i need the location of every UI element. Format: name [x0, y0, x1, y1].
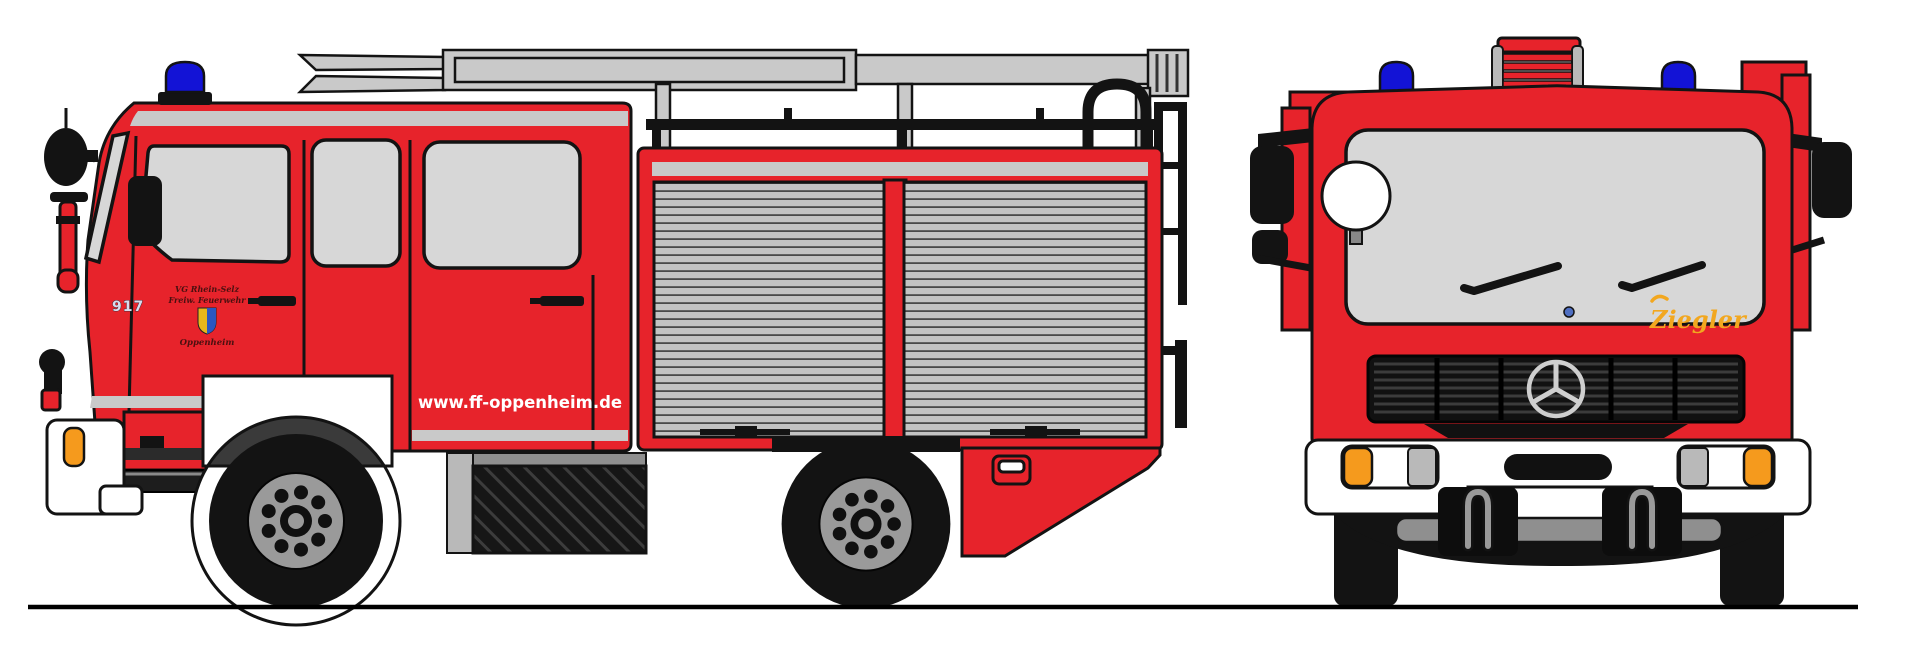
- door-handle-rear: [530, 296, 584, 306]
- emblem-line1: VG Rhein-Selz: [175, 284, 239, 294]
- indicator-side: [62, 426, 86, 468]
- blue-light-icon: [164, 60, 206, 94]
- wipers: [1460, 261, 1706, 295]
- rear-panel-handle: [991, 454, 1032, 486]
- indicator-orange-right: [1742, 446, 1774, 488]
- radiator-grille: [1366, 354, 1746, 424]
- equipment-shutter-left: [652, 180, 888, 439]
- ladder-end-rungs: [1155, 54, 1179, 92]
- rear-wheel: [780, 438, 952, 610]
- hood-emblem-dot: [1563, 306, 1575, 318]
- wiper-left: [1460, 262, 1562, 295]
- grille-lip: [1424, 424, 1688, 438]
- rear-grab-handle: [1082, 78, 1152, 185]
- door-mirror-through-glass: [128, 176, 162, 246]
- front-door-window: [139, 144, 291, 264]
- front-wheel: [208, 433, 384, 609]
- mirror-left-main: [1250, 146, 1294, 224]
- windshield-front: [1344, 128, 1766, 326]
- waist-stripe-rear: [412, 430, 628, 441]
- crew-window: [422, 140, 582, 270]
- mirror-crossbar: [50, 192, 88, 202]
- mirror-head-icon: [44, 128, 88, 186]
- shutter-handle-right: [990, 426, 1080, 438]
- coat-of-arms-icon: [197, 307, 217, 335]
- beacon-side: [158, 60, 212, 105]
- sign-plate: [1320, 160, 1392, 245]
- front-lower-panel: [122, 410, 208, 472]
- middle-door-window: [310, 138, 402, 268]
- ladder-tip-upper: [296, 53, 447, 72]
- roof-ladder-front: [1491, 36, 1584, 98]
- tow-shackle-left-icon: [1462, 486, 1494, 552]
- tow-shackle-right-icon: [1626, 486, 1658, 552]
- ladder-stowage-box: [441, 48, 858, 92]
- sign-plate-circle: [1320, 160, 1392, 232]
- crew-step-box: [446, 452, 648, 555]
- front-tow-hook: [39, 349, 65, 412]
- door-handle-front: [248, 296, 296, 306]
- ladder-beam: [854, 53, 1152, 86]
- tow-bracket-right: [1602, 487, 1682, 556]
- mirror-right-main: [1812, 142, 1852, 218]
- body-box: [636, 146, 1164, 452]
- mercedes-star-icon: [1526, 359, 1586, 419]
- emblem-town: Oppenheim: [180, 338, 235, 348]
- svg-text:Ziegler: Ziegler: [1649, 305, 1748, 334]
- blue-light-icon-right: [1660, 60, 1697, 94]
- front-bumper-side: [45, 418, 144, 516]
- panel-stub: [140, 436, 164, 450]
- license-plate: [1504, 454, 1612, 480]
- lamp-inner-right: [1679, 447, 1709, 487]
- door-emblem: VG Rhein-Selz Freiw. Feuerwehr Oppenheim: [168, 284, 247, 348]
- side-view: 917 VG Rhein-Selz Freiw. Feuerwehr Oppen…: [39, 48, 1190, 627]
- mirror-pole: [58, 200, 78, 282]
- panel-step: [124, 448, 202, 460]
- tow-bracket-left: [1438, 487, 1518, 556]
- ladder-tip-lower: [296, 74, 447, 94]
- headlight-right: [1676, 444, 1776, 490]
- cab-roof-stripe: [130, 111, 628, 126]
- mirror-assembly: [44, 108, 98, 294]
- body-top-stripe: [652, 162, 1148, 176]
- blue-light-icon-left: [1378, 60, 1415, 94]
- website-label: www.ff-oppenheim.de: [418, 393, 622, 412]
- equipment-shutter-right: [902, 180, 1148, 439]
- headlight-left: [1340, 444, 1440, 490]
- lamp-inner-left: [1407, 447, 1437, 487]
- waist-stripe-front: [90, 396, 203, 408]
- cab: 917 VG Rhein-Selz Freiw. Feuerwehr Oppen…: [83, 101, 633, 453]
- roof-ladder: [296, 48, 1190, 98]
- windshield-side: [83, 130, 131, 265]
- indicator-orange-left: [1342, 446, 1374, 488]
- shutter-handle-left: [700, 426, 790, 438]
- wiper-right: [1618, 261, 1706, 292]
- ladder-box-inner: [453, 56, 846, 84]
- front-bumper: [1304, 438, 1812, 516]
- unit-number-label: 917: [112, 299, 144, 315]
- rear-wheel-arch-lip: [772, 436, 960, 452]
- emblem-line2: Freiw. Feuerwehr: [168, 295, 247, 305]
- ziegler-logo: Ziegler: [1649, 294, 1748, 334]
- front-view: Ziegler: [1250, 36, 1852, 606]
